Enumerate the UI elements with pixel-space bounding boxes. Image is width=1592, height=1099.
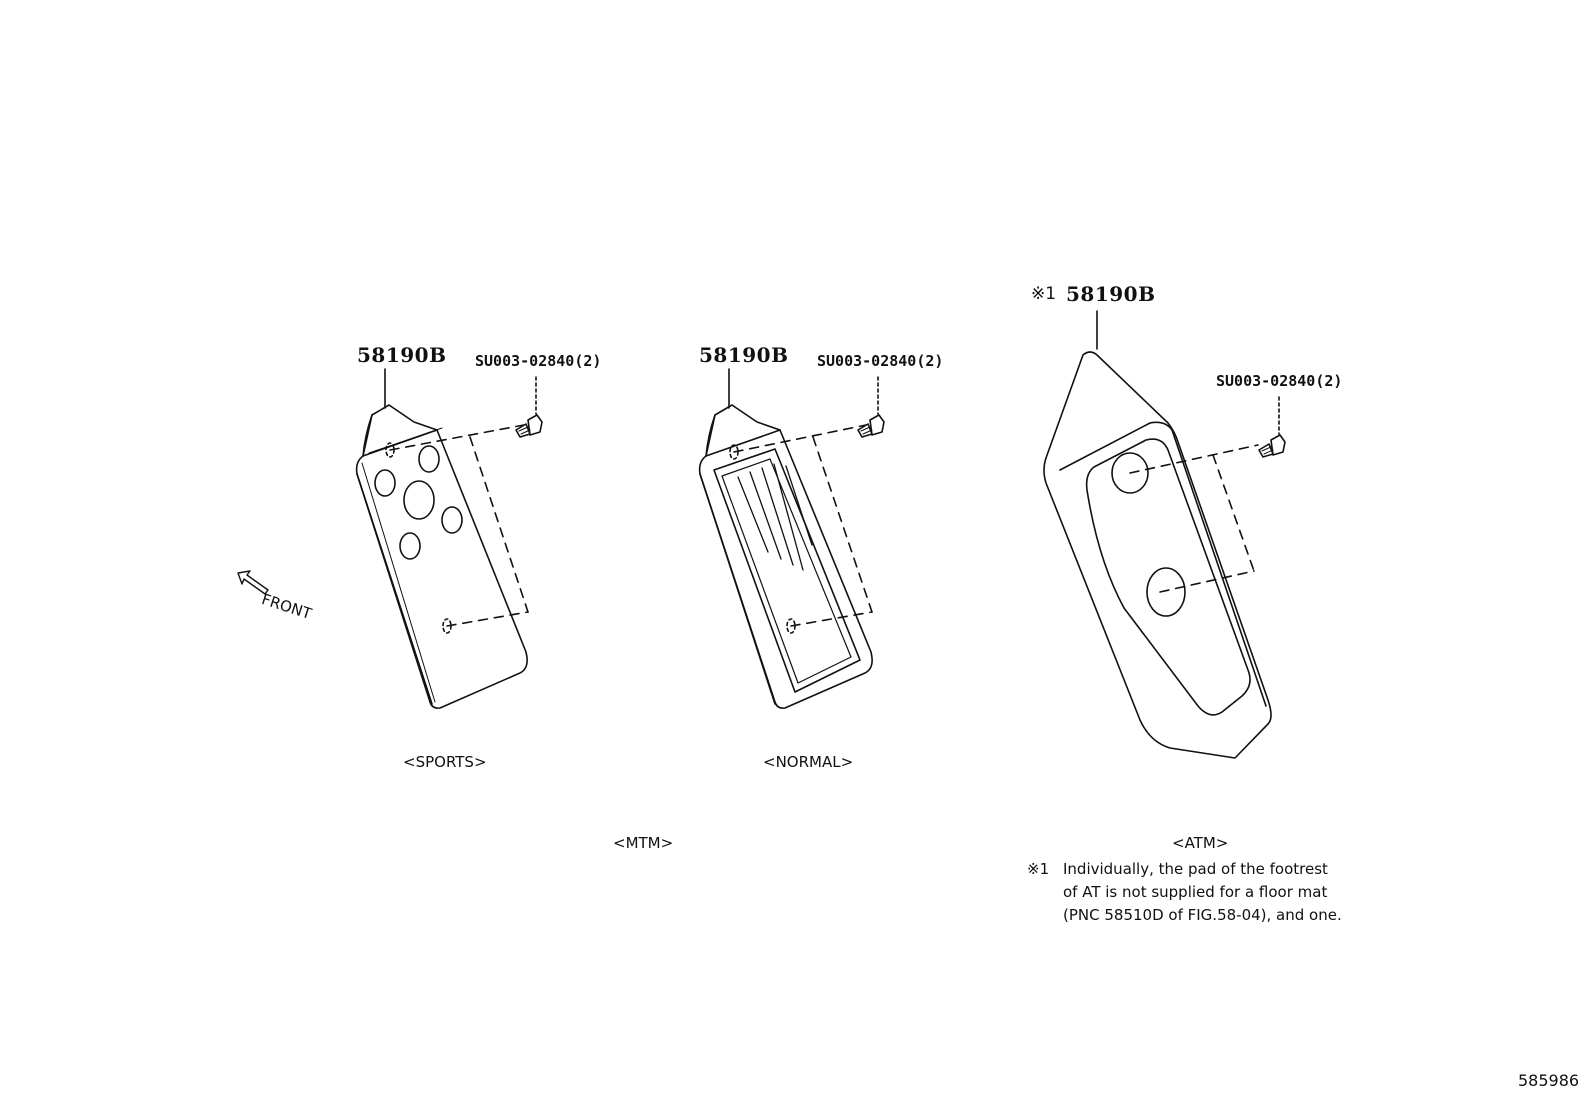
atm-screw-number: SU003-02840(2) xyxy=(1216,372,1343,390)
normal-part-number: 58190B xyxy=(699,343,789,367)
sports-pedal xyxy=(355,404,528,709)
sports-dashed-guides xyxy=(389,424,529,627)
normal-screw-number: SU003-02840(2) xyxy=(817,352,944,370)
atm-screw-icon xyxy=(1258,396,1286,458)
sports-caption: <SPORTS> xyxy=(403,753,487,771)
normal-caption: <NORMAL> xyxy=(763,753,854,771)
atm-note-mark: ※1 xyxy=(1031,284,1057,304)
normal-pedal xyxy=(698,404,873,709)
atm-pedal xyxy=(1043,351,1272,759)
sports-screw-icon xyxy=(515,376,543,438)
normal-screw-icon xyxy=(857,376,885,438)
normal-dashed-guides xyxy=(733,424,873,627)
atm-dashed-guides xyxy=(1129,444,1259,593)
atm-part-number: 58190B xyxy=(1066,282,1156,306)
footnote-line-2: of AT is not supplied for a floor mat xyxy=(1063,883,1328,901)
sports-screw-number: SU003-02840(2) xyxy=(475,352,602,370)
sports-part-number: 58190B xyxy=(357,343,447,367)
atm-caption: <ATM> xyxy=(1172,834,1229,852)
footnote-line-1: Individually, the pad of the footrest xyxy=(1063,860,1328,878)
figure-id: 585986 xyxy=(1518,1071,1580,1090)
footnote-mark: ※1 xyxy=(1027,860,1050,878)
footnote-line-3: (PNC 58510D of FIG.58-04), and one. xyxy=(1063,906,1342,924)
mtm-caption: <MTM> xyxy=(613,834,674,852)
front-arrow-icon xyxy=(237,570,269,595)
